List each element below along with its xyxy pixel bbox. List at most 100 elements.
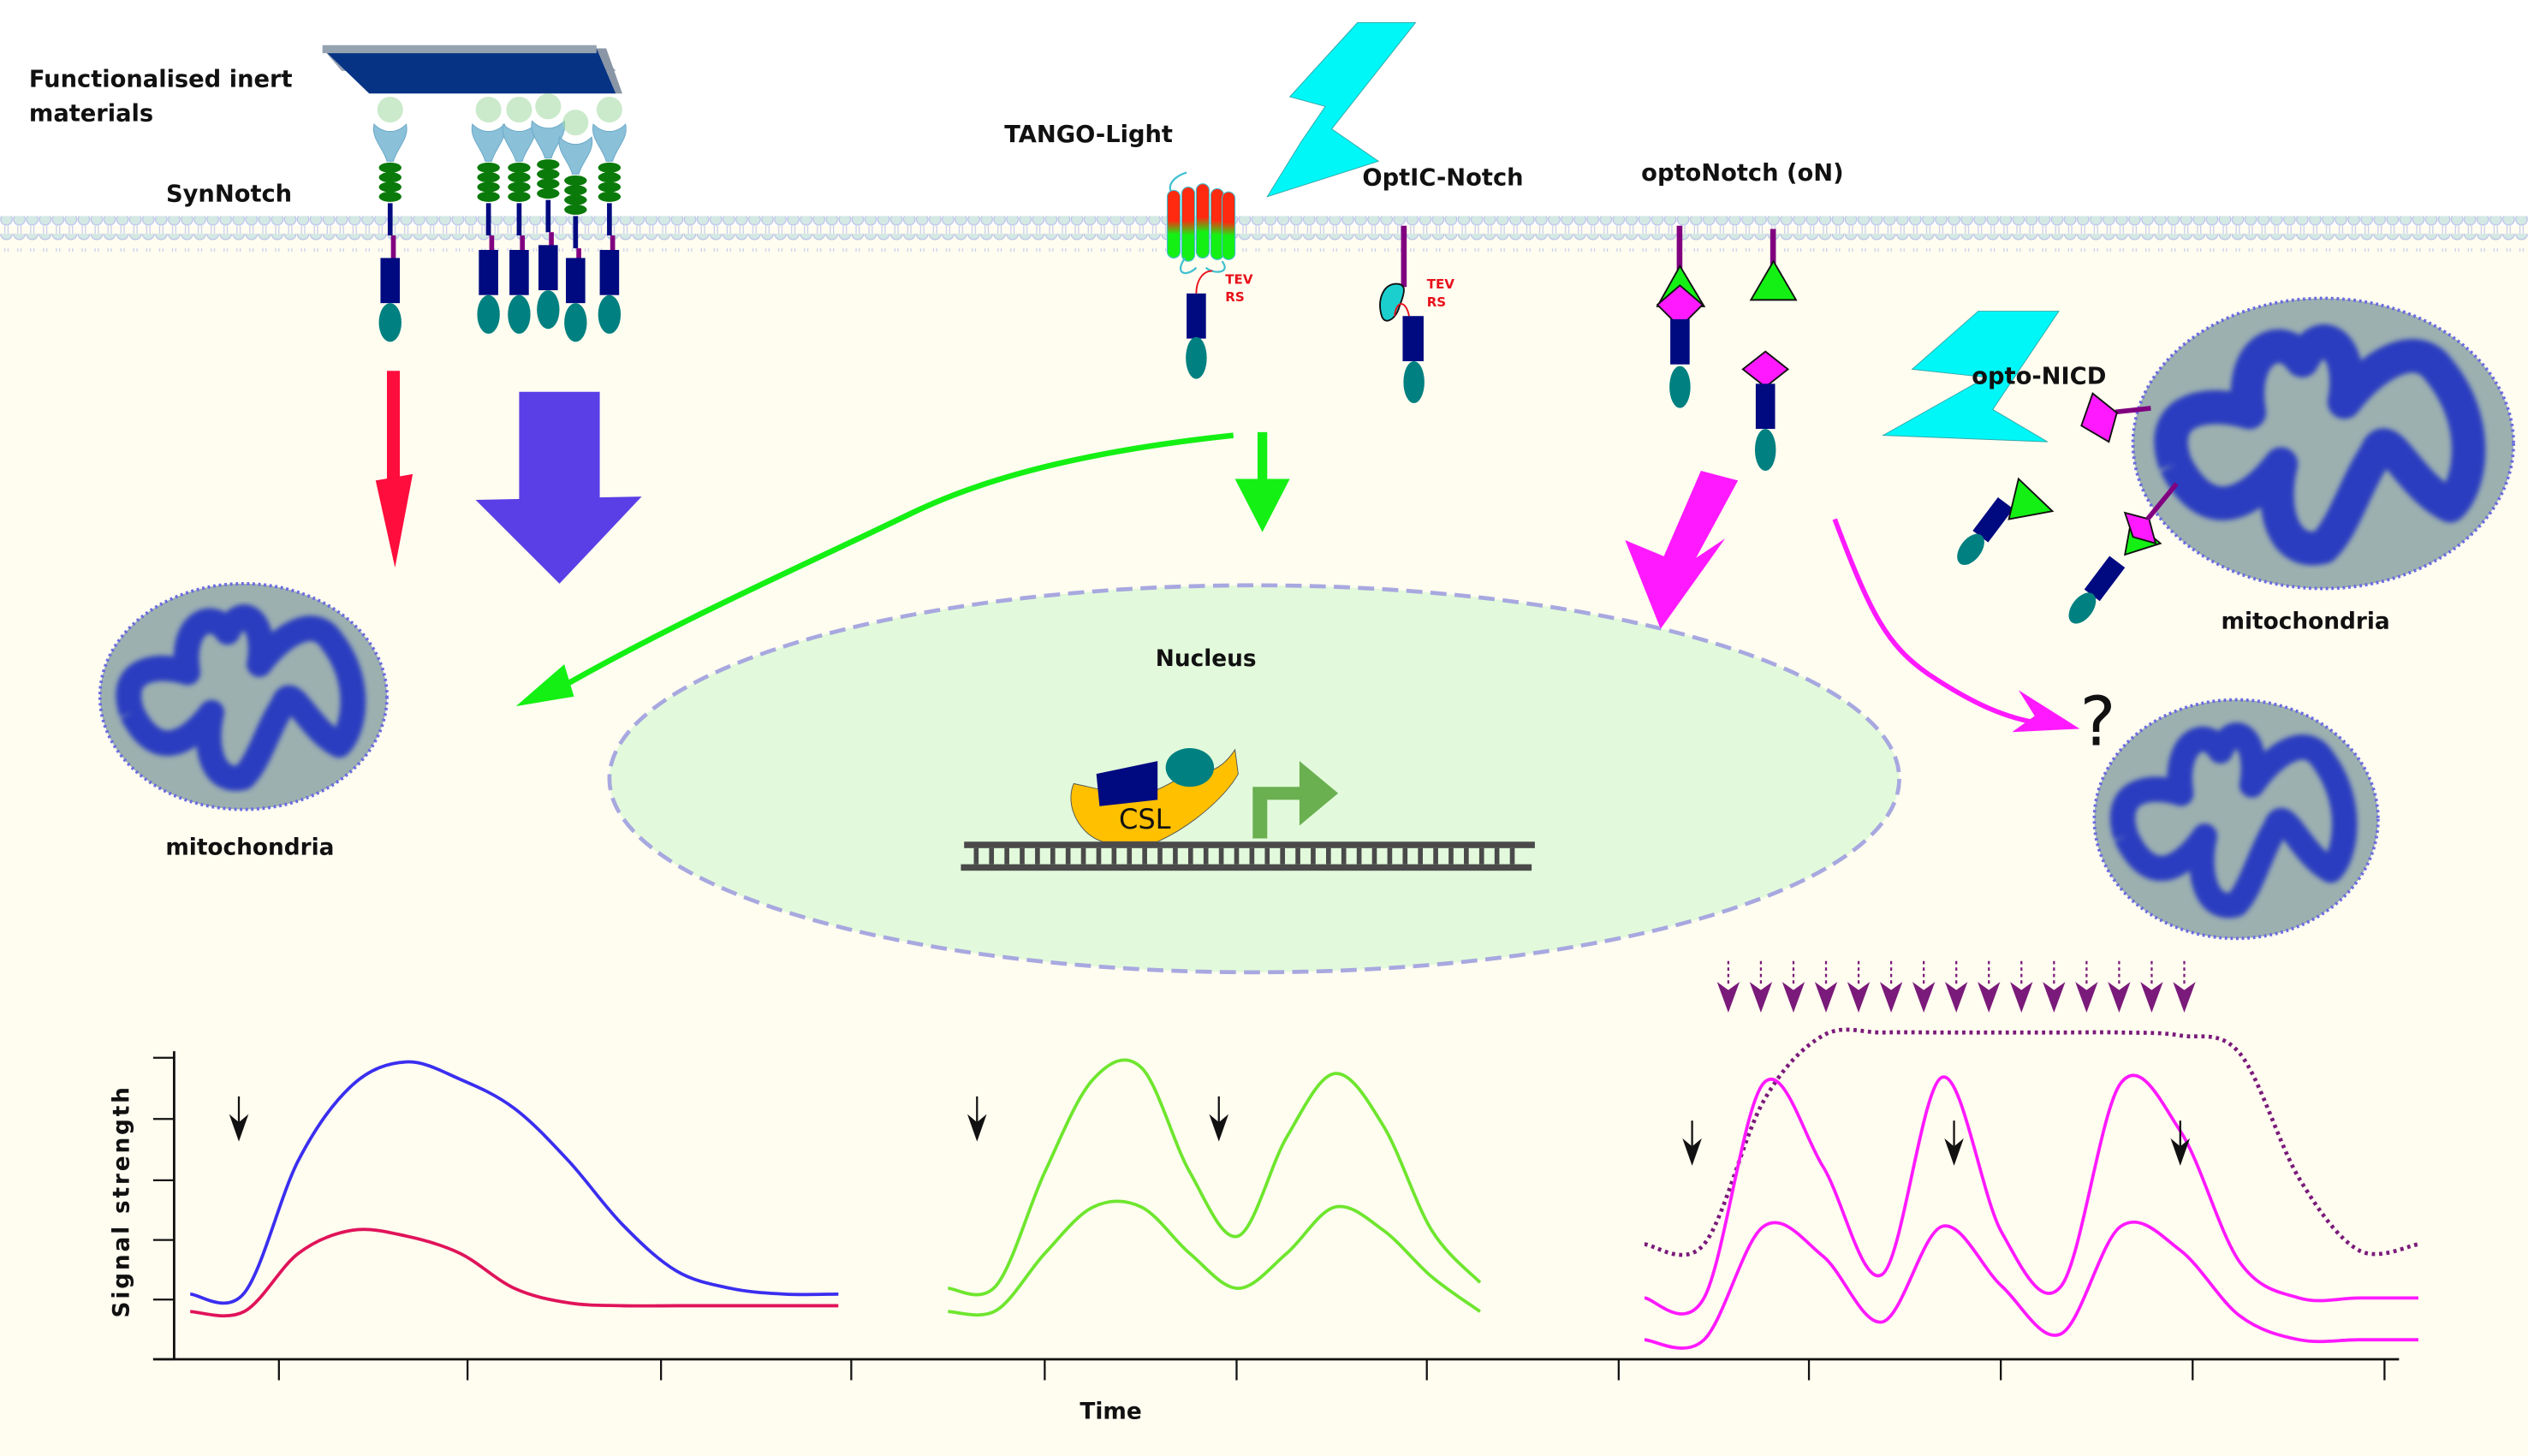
notch-icd-block [380,258,401,304]
egf-repeat [378,162,402,173]
stimulus-arrow-icon [229,1114,249,1142]
light-pulse-arrow-icon [1879,982,1903,1013]
notch-icd-block [566,258,586,304]
gfp-ligand [506,97,532,123]
light-pulse-arrow-icon [2173,982,2196,1013]
dna-rung [1311,847,1316,865]
dna-rung [1004,847,1009,865]
tango-green-curve-arrow [555,432,1234,693]
egf-repeat [378,172,402,183]
opto-nicd-bound-tether [2145,482,2179,521]
tango-green-down-arrow [1234,431,1290,532]
opto-nicd-bound-diamond [2123,511,2157,545]
mitochondrion-cristae [2154,324,2486,566]
light-pulse-arrow-icon [1912,982,1936,1013]
opto-nicd-free-1 [1957,496,2013,566]
egf-repeat [508,172,531,183]
series-line [190,1227,839,1318]
dna-rung [1096,847,1102,865]
notch-icd-teal [564,303,587,342]
opto-nicd-free-1-triangle [2008,477,2055,520]
egf-repeat [598,181,622,193]
extracellular-space [0,0,2528,226]
notch-icd-teal [378,303,402,342]
stimulus-arrow-icon [1944,1138,1964,1166]
light-pulse-arrow-icon [1978,982,2001,1013]
dna-rung [1142,847,1147,865]
label-optic-notch: OptIC-Notch [1362,165,1523,192]
egf-repeat [477,162,500,173]
dna-rung [1509,847,1515,865]
notch-icd-teal [537,290,560,330]
nicd-teal-in-nucleus [1165,748,1215,787]
opto-nicd-bound [2068,556,2126,624]
label-tev-rs-1: TEV [1225,272,1253,288]
dna-rung [1371,847,1377,865]
synnotch-receptor [372,97,407,342]
mitochondrion-left [98,582,389,811]
egf-repeat [564,175,587,187]
light-pulse-arrow-icon [1814,982,1838,1013]
light-bolt-icon-2 [1882,311,2060,443]
mitochondrion-cristae [2109,722,2358,918]
egf-repeat [537,188,560,199]
egf-repeat [477,172,500,183]
dna-rung [1157,847,1163,865]
optonotch-split-receptor [1741,229,1798,472]
light-bolt-icon [1266,21,1417,198]
egf-repeat [598,172,622,183]
stimulus-arrow-icon [2170,1138,2191,1166]
optonotch-magenta-arrowhead [2012,690,2080,733]
label-tev-rs-2b: RS [1427,294,1446,310]
label-mitochondria-left: mitochondria [165,835,334,860]
series-line [948,1058,1482,1297]
nicd-block-in-nucleus [1096,761,1158,806]
signal-curves [189,960,2419,1350]
label-tev-rs-2: TEV [1427,276,1455,292]
nucleus [607,583,1901,975]
dna-strand [961,841,1535,871]
x-axis-label: Time [1080,1400,1141,1425]
dna-rung [1234,847,1240,865]
label-nucleus: Nucleus [1156,646,1257,672]
notch-icd-block [599,249,620,295]
egf-repeat [378,191,402,202]
dna-rung [1356,847,1362,865]
dna-rung [1080,847,1086,865]
light-pulse-arrow-icon [1847,982,1871,1013]
egf-repeat [508,181,531,193]
gfp-ligand [377,97,403,123]
dna-rung [1218,847,1224,865]
egf-repeat [537,169,560,180]
dna-rung [1341,847,1347,865]
inert-material-plate [322,45,622,94]
light-pulse-arrow-icon [1749,982,1773,1013]
egf-repeat [564,185,587,196]
gfp-ligand [596,97,622,123]
dna-rung [1478,847,1484,865]
dna-rung [1494,847,1500,865]
gfp-ligand [475,97,502,123]
dna-rung [1187,847,1193,865]
egf-repeat [598,191,622,202]
synnotch-receptor [558,110,593,342]
gfp-ligand [535,93,562,120]
synnotch-red-arrow [375,371,413,568]
egf-repeat [508,191,531,202]
stimulus-arrow-icon [1209,1114,1229,1142]
tango-light-receptor [1166,171,1236,379]
series-line [1644,1027,2419,1257]
notch-icd-teal [1186,336,1207,379]
light-pulse-arrow-icon [2010,982,2033,1013]
dna-rung [1264,847,1270,865]
nanobody-domain [592,123,627,162]
optonotch-magenta-arrow [1625,471,1739,629]
tm-stalk [516,203,522,236]
synnotch-receptor [471,97,506,334]
nanobody-domain [471,123,506,162]
notch-icd-teal [477,294,500,334]
light-pulse-arrow-icon [2140,982,2163,1013]
optonotch-receptor [1656,225,1706,408]
transcription-arrow-icon [1252,761,1339,839]
label-tango-light: TANGO-Light [1004,122,1173,148]
